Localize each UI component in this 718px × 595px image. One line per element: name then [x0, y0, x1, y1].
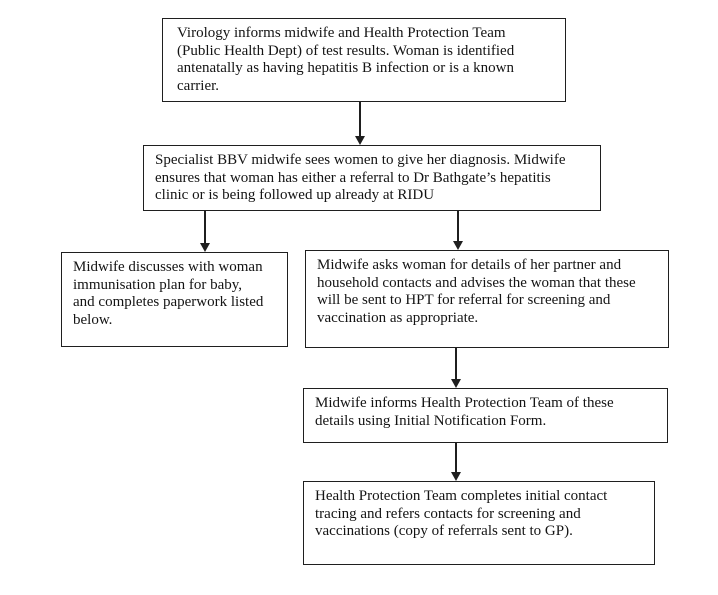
virology-informs-box: Virology informs midwife and Health Prot…	[162, 18, 566, 102]
arrowhead-down-icon	[451, 472, 461, 481]
specialist-midwife-box: Specialist BBV midwife sees women to giv…	[143, 145, 601, 211]
arrowhead-down-icon	[355, 136, 365, 145]
hpt-notification-box: Midwife informs Health Protection Team o…	[303, 388, 668, 443]
partner-details-box: Midwife asks woman for details of her pa…	[305, 250, 669, 348]
arrowhead-down-icon	[200, 243, 210, 252]
arrow-notification-to-tracing	[450, 443, 462, 481]
arrow-specialist-to-partner-details	[452, 211, 464, 250]
contact-tracing-box: Health Protection Team completes initial…	[303, 481, 655, 565]
arrow-shaft	[359, 102, 361, 136]
arrow-specialist-to-immunisation	[199, 211, 211, 252]
arrowhead-down-icon	[451, 379, 461, 388]
immunisation-plan-box: Midwife discusses with woman immunisatio…	[61, 252, 288, 347]
arrow-shaft	[457, 211, 459, 241]
arrow-virology-to-specialist	[354, 102, 366, 145]
arrow-shaft	[455, 348, 457, 379]
arrow-shaft	[204, 211, 206, 243]
arrowhead-down-icon	[453, 241, 463, 250]
arrow-shaft	[455, 443, 457, 472]
arrow-partner-details-to-notification	[450, 348, 462, 388]
